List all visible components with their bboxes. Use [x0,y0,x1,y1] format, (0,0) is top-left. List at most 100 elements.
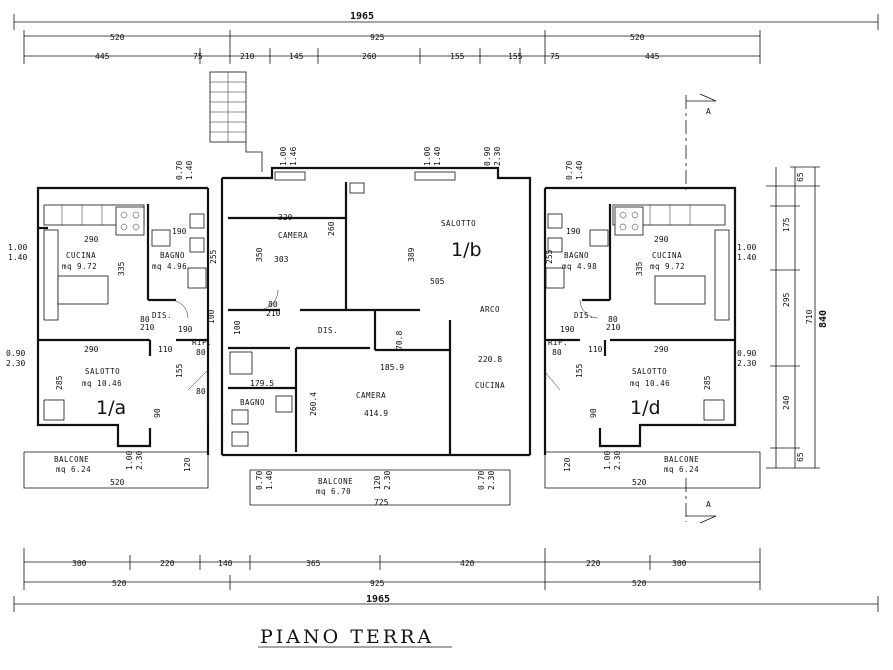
dim-d-190-top: 190 [566,227,581,236]
right-dimension-band [766,166,820,469]
fixtures-left-unit [43,204,207,421]
section-mark-bottom: A [706,500,711,509]
total-width-top: 1965 [350,11,374,22]
dim-top-210: 210 [240,52,255,61]
dim-right-840: 840 [818,310,829,328]
dim-a-80c: 80 [196,387,206,396]
dim-b-win-top-230: 2.30 [493,147,502,166]
room-area-bagno-a: mq 4.96 [152,262,187,271]
dim-balcone-a-width: 520 [110,478,125,487]
room-label-salotto-a: SALOTTO [85,367,120,376]
dim-top-445-left: 445 [95,52,110,61]
dim-a-80b: 80 [196,348,206,357]
room-label-rip-d: RIP. [548,338,568,347]
dim-d-335: 335 [635,261,644,276]
dim-b-win-top-146: 1.46 [289,147,298,166]
room-label-cucina-d: CUCINA [652,251,682,260]
dim-d-win-100: 1.00 [603,451,612,470]
total-width-bottom: 1965 [366,594,390,605]
dim-b-win-top-090: 0.90 [483,147,492,166]
room-label-balcone-a: BALCONE [54,455,89,464]
dim-d-120: 120 [563,457,572,472]
dim-a-120: 120 [183,457,192,472]
dim-b-win-bot-070: 0.70 [255,471,264,490]
dim-d-win-right-090: 0.90 [737,349,756,358]
room-label-balcone-d: BALCONE [664,455,699,464]
room-label-salotto-b: SALOTTO [441,219,476,228]
dim-bottom-220-left: 220 [160,559,175,568]
room-label-camera-b1: CAMERA [278,231,308,240]
dim-a-win-left-100: 1.00 [8,243,27,252]
dim-d-190-mid: 190 [560,325,575,334]
entrance-stair [209,71,263,172]
dim-b-505: 505 [430,277,445,286]
dim-bottom-925: 925 [370,579,385,588]
room-label-bagno-a: BAGNO [160,251,185,260]
dim-a-255: 255 [209,249,218,264]
dim-b-210: 210 [266,309,281,318]
dim-a-190-top: 190 [172,227,187,236]
section-marker-top [685,93,717,190]
room-label-dis-d: DIS. [574,311,594,320]
dim-a-win-left-230: 2.30 [6,359,25,368]
room-label-rip-a: RIP. [192,338,212,347]
dim-a-win-100: 1.00 [125,451,134,470]
room-area-cucina-d: mq 9.72 [650,262,685,271]
fixtures-central-unit [229,171,456,447]
unit-label-1a: 1/a [96,397,126,419]
dim-top-925: 925 [370,33,385,42]
room-area-balcone-d: mq 6.24 [664,465,699,474]
dim-b-260: 260 [327,221,336,236]
room-area-balcone-a: mq 6.24 [56,465,91,474]
dim-d-290-mid: 290 [654,345,669,354]
dim-d-80: 80 [608,315,618,324]
dim-b-350: 350 [255,247,264,262]
dim-b-2604: 260.4 [309,392,318,416]
top-dimension-band [13,14,879,64]
dim-a-win-left-140: 1.40 [8,253,27,262]
dim-a-190-mid: 190 [178,325,193,334]
dim-d-win-230: 2.30 [613,451,622,470]
room-area-bagno-d: mq 4.98 [562,262,597,271]
dim-bottom-140: 140 [218,559,233,568]
dim-d-win-right-100: 1.00 [737,243,756,252]
dim-b-win-bot-230: 2.30 [383,471,392,490]
dim-top-75-right: 75 [550,52,560,61]
dim-bottom-365: 365 [306,559,321,568]
dim-right-175: 175 [782,217,791,232]
dim-b-win-top-100b: 1.00 [423,147,432,166]
dim-d-80b: 80 [552,348,562,357]
dim-top-145: 145 [289,52,304,61]
dim-a-80: 80 [140,315,150,324]
dim-a-290-mid: 290 [84,345,99,354]
room-label-cucina-a: CUCINA [66,251,96,260]
dim-b-win-top-140: 1.40 [433,147,442,166]
dim-d-win-top-140: 1.40 [575,161,584,180]
interior-walls [38,182,735,455]
room-label-dis-b: DIS. [318,326,338,335]
dim-b-320: 320 [278,213,293,222]
section-marker-bottom [685,478,717,524]
dim-balcone-d-width: 520 [632,478,647,487]
dim-b-389: 389 [407,247,416,262]
dim-a-100-side: 100 [207,309,216,324]
dim-bottom-420: 420 [460,559,475,568]
dim-top-155-a: 155 [450,52,465,61]
dim-b-2208: 220.8 [478,355,502,364]
dim-d-90: 90 [589,408,598,418]
dim-b-win-top-100: 1.00 [279,147,288,166]
dim-d-255: 255 [545,249,554,264]
dim-right-295: 295 [782,292,791,307]
dim-a-win-left-090: 0.90 [6,349,25,358]
dim-a-110: 110 [158,345,173,354]
plan-title: PIANO TERRA [260,626,434,648]
dim-d-win-top-070: 0.70 [565,161,574,180]
room-area-salotto-d: mq 10.46 [630,379,670,388]
room-area-salotto-a: mq 10.46 [82,379,122,388]
room-label-camera-b2: CAMERA [356,391,386,400]
room-label-bagno-d: BAGNO [564,251,589,260]
dim-b-1795: 179.5 [250,379,274,388]
dim-b-303: 303 [274,255,289,264]
room-area-balcone-b: mq 6.70 [316,487,351,496]
